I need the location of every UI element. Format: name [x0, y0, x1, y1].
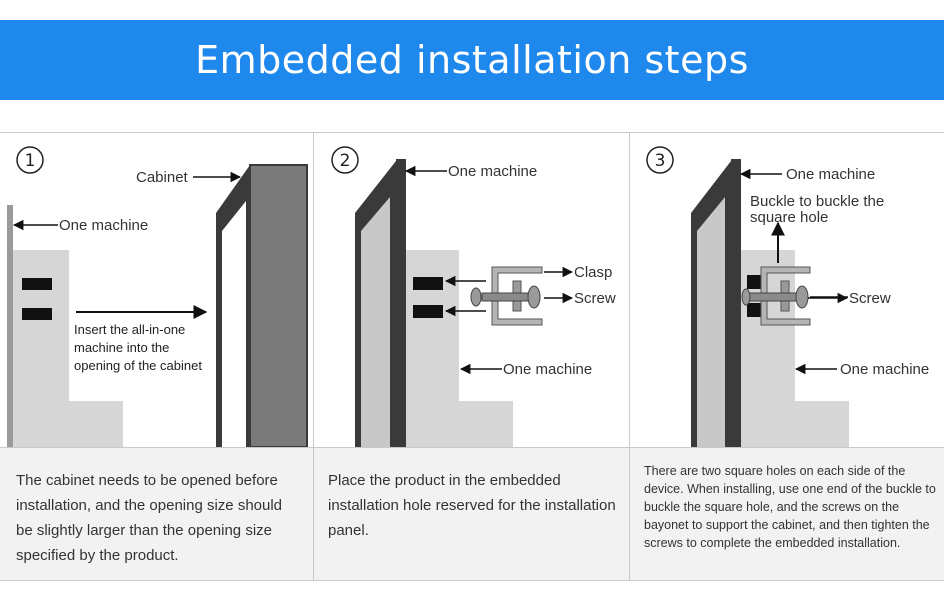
step-2-panel: 2: [313, 133, 630, 580]
machine-base: [459, 401, 513, 447]
title-banner: Embedded installation steps: [0, 20, 944, 100]
step-3-caption: There are two square holes on each side …: [630, 447, 944, 580]
square-hole-icon: [747, 275, 761, 289]
step-number: 3: [655, 151, 666, 171]
step-1-caption: The cabinet needs to be opened before in…: [0, 447, 313, 580]
step-number-circle: [646, 146, 674, 174]
insert-label-line2: machine into the: [74, 340, 169, 355]
step-number-circle: [331, 146, 359, 174]
machine-front-panel: [731, 159, 741, 447]
step-1-illustration: 1 Cabinet One machine Insert the all-in-…: [7, 146, 308, 447]
step-3-diagram: 3: [630, 133, 944, 447]
step-1-panel: 1 Cabinet One machine Insert the all-in-…: [0, 133, 313, 580]
one-machine-bottom-label: One machine: [503, 361, 592, 378]
step-1-diagram: 1 Cabinet One machine Insert the all-in-…: [0, 133, 313, 447]
step-2-diagram: 2: [314, 133, 630, 447]
screw-label: Screw: [849, 290, 891, 307]
buckle-label-line2: square hole: [750, 209, 828, 226]
step-3-illustration: 3: [646, 146, 929, 447]
square-hole-icon: [747, 303, 761, 317]
cabinet-inner: [361, 197, 390, 447]
page-title: Embedded installation steps: [195, 38, 749, 82]
steps-grid: 1 Cabinet One machine Insert the all-in-…: [0, 132, 944, 581]
machine-front-panel: [7, 205, 13, 447]
step-number: 1: [25, 151, 36, 171]
clasp-label: Clasp: [574, 264, 612, 281]
square-hole-icon: [22, 278, 52, 290]
screw-icon: [481, 292, 535, 302]
cabinet-inner: [697, 197, 725, 447]
step-2-caption: Place the product in the embedded instal…: [314, 447, 630, 580]
cabinet-label: Cabinet: [136, 169, 189, 186]
insert-label-line3: opening of the cabinet: [74, 358, 202, 373]
square-hole-icon: [413, 305, 443, 318]
cabinet-side: [249, 164, 308, 447]
screw-icon: [747, 292, 803, 302]
step-number-circle: [16, 146, 44, 174]
screw-label: Screw: [574, 290, 616, 307]
one-machine-top-label: One machine: [448, 163, 537, 180]
clasp-icon: [491, 266, 543, 326]
step-number: 2: [340, 151, 351, 171]
buckle-icon: [760, 266, 811, 326]
cabinet-opening: [222, 201, 246, 447]
one-machine-bottom-label: One machine: [840, 361, 929, 378]
insert-label-line1: Insert the all-in-one: [74, 322, 185, 337]
square-hole-icon: [413, 277, 443, 290]
step-2-illustration: 2: [331, 146, 616, 447]
one-machine-label: One machine: [59, 217, 148, 234]
machine-front-panel: [396, 159, 406, 447]
one-machine-top-label: One machine: [786, 166, 875, 183]
machine-base: [69, 401, 123, 447]
square-hole-icon: [22, 308, 52, 320]
step-3-panel: 3: [629, 133, 944, 580]
buckle-label-line1: Buckle to buckle the: [750, 193, 884, 210]
machine-base: [795, 401, 849, 447]
